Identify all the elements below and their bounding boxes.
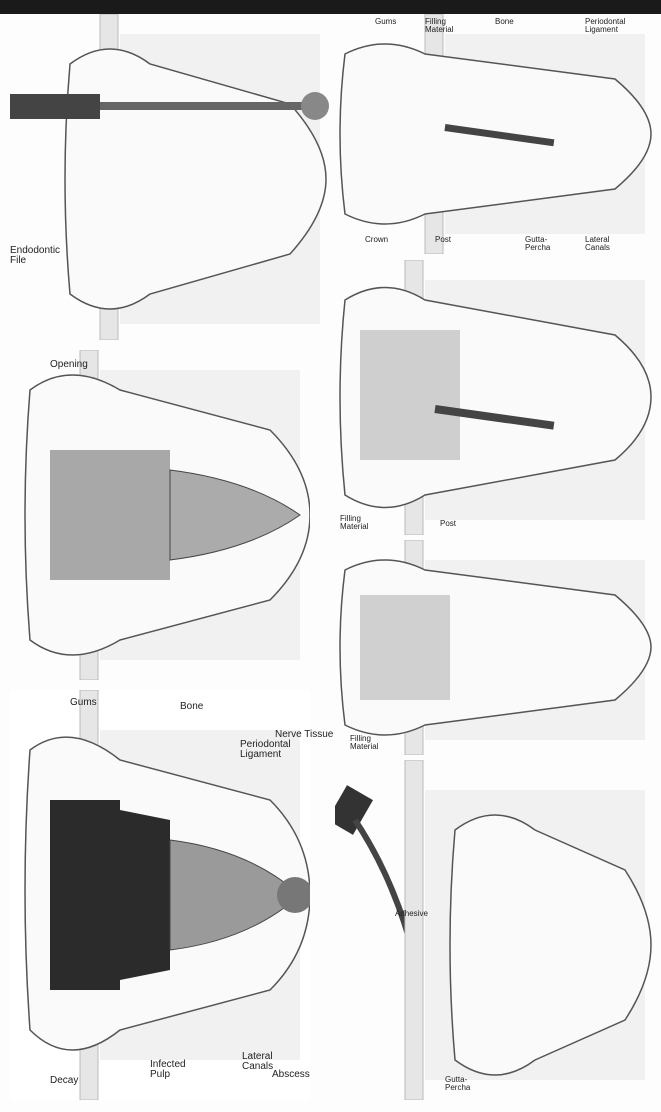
gutta-percha-label: Gutta-Percha bbox=[525, 236, 550, 252]
opening-label: Opening bbox=[50, 360, 88, 370]
abscess-label: Abscess bbox=[272, 1070, 310, 1080]
adhesive-label: Adhesive bbox=[395, 910, 428, 918]
gums-label: Gums bbox=[70, 698, 97, 708]
post-label: Post bbox=[440, 520, 456, 528]
top-border bbox=[0, 0, 661, 14]
tooth-illustration bbox=[335, 540, 655, 755]
step-2-panel: Opening bbox=[10, 350, 310, 680]
tooth-illustration bbox=[10, 350, 310, 680]
gutta-percha-label: Gutta-Percha bbox=[445, 1076, 470, 1092]
post-label: Post bbox=[435, 236, 451, 244]
tooth-illustration bbox=[335, 14, 655, 254]
bone-label: Bone bbox=[180, 702, 203, 712]
nerve-tissue-label: Nerve Tissue bbox=[275, 730, 333, 740]
gums-label: Gums bbox=[375, 18, 396, 26]
tooth-illustration bbox=[10, 14, 330, 340]
tooth-illustration bbox=[335, 260, 655, 535]
decay-label: Decay bbox=[50, 1076, 78, 1086]
bone-label: Bone bbox=[495, 18, 514, 26]
step-4-panel: Gutta-Percha Adhesive bbox=[335, 760, 655, 1100]
tooth-illustration bbox=[335, 760, 655, 1100]
crown-label: Crown bbox=[365, 236, 388, 244]
